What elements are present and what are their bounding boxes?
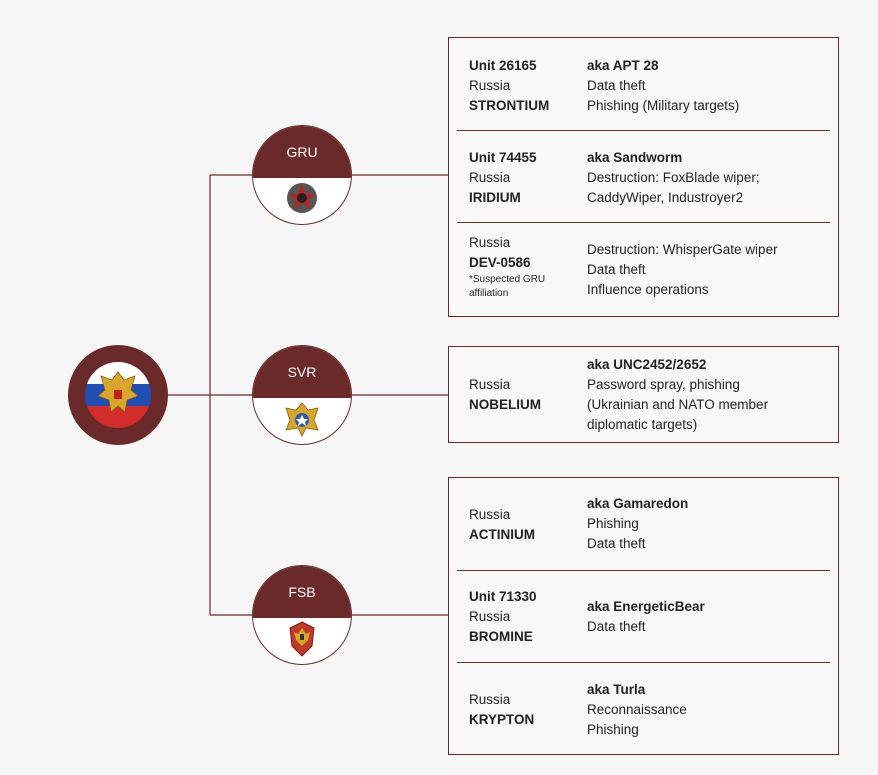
actor-name: NOBELIUM [469, 397, 541, 412]
agency-svr: SVR [252, 345, 352, 445]
gru-actors-box: Unit 26165 Russia STRONTIUM aka APT 28 D… [448, 37, 839, 317]
actor-country: Russia [469, 507, 511, 522]
actor-country: Russia [469, 78, 511, 93]
actor-country: Russia [469, 609, 511, 624]
actor-detail: CaddyWiper, Industroyer2 [587, 190, 744, 205]
russia-node [68, 345, 168, 445]
actor-country: Russia [469, 377, 511, 392]
actor-detail: Phishing (Military targets) [587, 98, 740, 113]
actor-unit: Unit 74455 [469, 150, 537, 165]
actor-unit: Unit 26165 [469, 58, 537, 73]
actor-detail: Destruction: WhisperGate wiper [587, 242, 778, 257]
actor-row-iridium: Unit 74455 Russia IRIDIUM aka Sandworm D… [457, 130, 830, 222]
actor-row-krypton: Russia KRYPTON aka Turla Reconnaissance … [457, 662, 830, 754]
actor-detail: Data theft [587, 262, 646, 277]
actor-row-dev-0586: Russia DEV-0586 *Suspected GRU affiliati… [457, 222, 830, 316]
russia-flag-emblem-icon [85, 362, 151, 428]
actor-detail: Phishing [587, 722, 639, 737]
actor-aka: aka EnergeticBear [587, 599, 705, 614]
agency-gru: GRU [252, 125, 352, 225]
actor-name: DEV-0586 [469, 255, 531, 270]
actor-name: KRYPTON [469, 712, 535, 727]
gru-emblem-icon [287, 183, 317, 213]
actor-row-strontium: Unit 26165 Russia STRONTIUM aka APT 28 D… [457, 38, 830, 130]
actor-detail: (Ukrainian and NATO member [587, 397, 769, 412]
actor-row-actinium: Russia ACTINIUM aka Gamaredon Phishing D… [457, 478, 830, 570]
actor-unit: Unit 71330 [469, 589, 537, 604]
actor-detail: Influence operations [587, 282, 709, 297]
actor-detail: Data theft [587, 536, 646, 551]
actor-detail: Data theft [587, 619, 646, 634]
actor-country: Russia [469, 235, 511, 250]
actor-aka: aka APT 28 [587, 58, 659, 73]
agency-fsb: FSB [252, 565, 352, 665]
actor-aka: aka UNC2452/2652 [587, 357, 707, 372]
actor-note: *Suspected GRU affiliation [469, 274, 546, 299]
actor-name: BROMINE [469, 629, 533, 644]
actor-row-bromine: Unit 71330 Russia BROMINE aka EnergeticB… [457, 570, 830, 662]
actor-detail: Data theft [587, 78, 646, 93]
actor-aka: aka Gamaredon [587, 496, 689, 511]
svr-emblem-icon [285, 402, 319, 437]
fsb-actors-box: Russia ACTINIUM aka Gamaredon Phishing D… [448, 477, 839, 755]
actor-detail: Password spray, phishing [587, 377, 740, 392]
svr-actors-box: Russia NOBELIUM aka UNC2452/2652 Passwor… [448, 346, 839, 443]
actor-detail: diplomatic targets) [587, 417, 698, 432]
actor-detail: Reconnaissance [587, 702, 687, 717]
actor-name: ACTINIUM [469, 527, 535, 542]
actor-country: Russia [469, 692, 511, 707]
actor-name: STRONTIUM [469, 98, 550, 113]
actor-name: IRIDIUM [469, 190, 521, 205]
actor-detail: Phishing [587, 516, 639, 531]
fsb-emblem-icon [289, 621, 315, 657]
actor-detail: Destruction: FoxBlade wiper; [587, 170, 760, 185]
actor-aka: aka Turla [587, 682, 646, 697]
actor-aka: aka Sandworm [587, 150, 683, 165]
actor-country: Russia [469, 170, 511, 185]
actor-row-nobelium: Russia NOBELIUM aka UNC2452/2652 Passwor… [457, 347, 830, 442]
